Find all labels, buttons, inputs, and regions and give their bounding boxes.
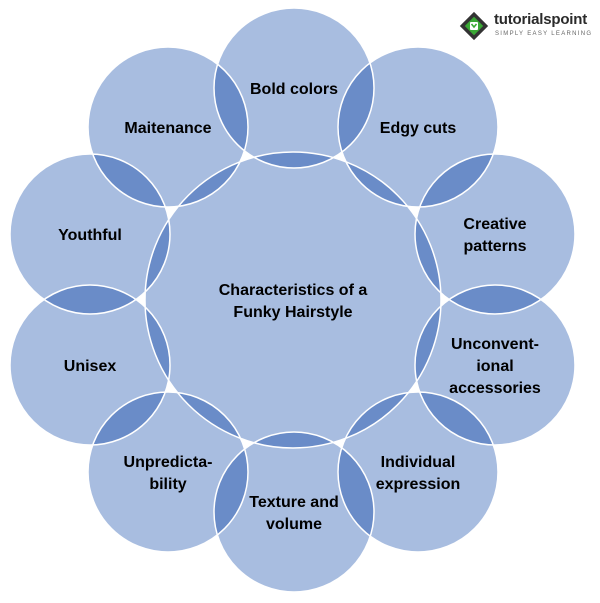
- petal-label-maitenance: Maitenance: [124, 120, 211, 137]
- petal-circle-texture-and-volume: [214, 432, 374, 592]
- petal-outline-unisex: [9, 284, 171, 446]
- petal-label-unisex: Unisex: [64, 358, 117, 375]
- petal-outline-maitenance: [87, 46, 249, 208]
- petal-label-unpredictability: Unpredicta-bility: [124, 454, 213, 493]
- petal-label-bold-colors: Bold colors: [250, 81, 338, 98]
- logo-name: tutorialspoint: [494, 11, 588, 28]
- logo-tagline: SIMPLY EASY LEARNING: [495, 31, 593, 37]
- tutorialspoint-logo: tutorialspoint SIMPLY EASY LEARNING: [454, 6, 596, 46]
- overlap-youthful-maitenance: [88, 154, 170, 207]
- center-outline: [144, 151, 442, 449]
- overlap-edgy-cuts-creative-patterns: [415, 154, 498, 207]
- center-circle: [145, 152, 441, 448]
- petal-outline-bold-colors: [213, 7, 375, 169]
- overlap-unconventional-accessories-individual-expression: [415, 392, 498, 445]
- overlap-unpredictability-unisex: [88, 392, 170, 445]
- petal-outline-individual-expression: [337, 391, 499, 553]
- petal-outline-unconventional-accessories: [414, 284, 576, 446]
- petal-label-youthful: Youthful: [58, 227, 122, 244]
- petal-outline-creative-patterns: [414, 153, 576, 315]
- petal-outline-edgy-cuts: [337, 46, 499, 208]
- logo-mark-icon: [459, 11, 489, 41]
- petal-outline-unpredictability: [87, 391, 249, 553]
- petal-outline-texture-and-volume: [213, 431, 375, 593]
- petal-outline-youthful: [9, 153, 171, 315]
- petal-circle-bold-colors: [214, 8, 374, 168]
- petal-label-edgy-cuts: Edgy cuts: [380, 120, 457, 137]
